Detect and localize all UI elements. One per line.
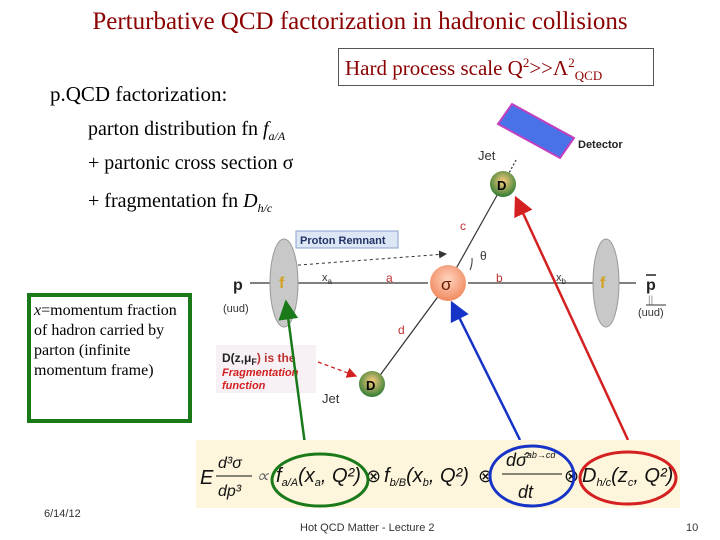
proton-uud: (uud) <box>223 303 249 315</box>
remnant-line <box>285 250 447 267</box>
sigma-hat-label: σ <box>441 275 452 294</box>
hard-scale-sup1: 2 <box>522 55 530 70</box>
formula-d3sigma: d³σ <box>218 455 243 472</box>
momentum-fraction-note: x=momentum fraction of hadron carried by… <box>27 293 192 423</box>
hard-scale-sup2: 2 <box>568 55 575 70</box>
xb-label: xb <box>556 272 567 286</box>
proton-remnant-box <box>295 230 399 249</box>
jet-top-label: Jet <box>478 148 496 163</box>
d-label-bottom: D <box>366 378 375 393</box>
d-circle-top <box>490 171 516 197</box>
xsec-line: + partonic cross section σ <box>88 152 293 175</box>
theta-label: θ <box>480 249 487 263</box>
proton-label: p <box>233 277 243 294</box>
d-label-top: D <box>497 178 506 193</box>
frag-symbol: D <box>243 190 258 212</box>
detector-label: Detector <box>578 139 623 151</box>
formula-otimes1: ⊗ <box>366 466 381 486</box>
sigma-symbol: σ <box>282 152 294 174</box>
formula-Dhc: Dh/c(zc, Q²) <box>582 465 673 489</box>
pqcd-heading: p.QCD factorization: <box>50 82 228 106</box>
blue-arrow <box>450 300 522 441</box>
red-highlight <box>578 450 678 506</box>
formula-E: E <box>200 467 214 489</box>
formula-dsigma: dσ̂ab→cd <box>506 450 556 470</box>
antiproton-equals: || <box>648 295 653 306</box>
formula-dp3: dp³ <box>218 483 242 500</box>
antiproton-uud: (uud) <box>638 307 664 319</box>
frag-label-line1: D(z,μF) is the <box>222 351 296 367</box>
jet-bottom-label: Jet <box>322 391 340 406</box>
f-label-right: f <box>600 275 606 292</box>
formula-otimes3: ⊗ <box>564 466 579 486</box>
slide-title: Perturbative QCD factorization in hadron… <box>92 8 628 35</box>
frag-label-box <box>216 345 316 393</box>
parton-b-label: b <box>496 271 503 285</box>
page-number: 10 <box>686 522 699 534</box>
formula-dt: dt <box>518 482 534 502</box>
frag-label-line3: function <box>222 380 266 392</box>
d-circle-bottom <box>359 371 385 397</box>
f-label-left: f <box>279 275 285 292</box>
x-note-text: =momentum fraction of hadron carried by … <box>34 302 177 379</box>
pdf-line: parton distribution fn fa/A <box>88 118 285 144</box>
factorization-formula <box>196 440 680 508</box>
formula-fbB: fb/B(xb, Q²) <box>384 465 469 489</box>
frag-subscript: h/c <box>257 201 273 215</box>
frag-pointer-arrow <box>317 361 358 378</box>
xa-label: xa <box>322 272 333 286</box>
parton-a-label: a <box>386 271 393 285</box>
pdf-symbol: f <box>262 118 269 140</box>
formula-svg: E d³σ dp³ ∝ fa/A(xa, Q²) ⊗ fb/B(xb, Q²) … <box>200 444 678 508</box>
proton-remnant-label: Proton Remnant <box>300 235 386 247</box>
red-arrow <box>514 195 630 441</box>
frag-line: + fragmentation fn Dh/c <box>88 190 272 216</box>
green-highlight <box>270 452 370 508</box>
slide-footer: Hot QCD Matter - Lecture 2 <box>300 522 435 534</box>
parton-d-label: d <box>398 323 405 337</box>
formula-propto: ∝ <box>256 466 270 486</box>
hard-scale-box: Hard process scale Q2>>Λ2QCD <box>338 48 654 86</box>
pdf-subscript: a/A <box>268 129 286 143</box>
antiproton-ellipse <box>592 238 620 328</box>
slide-date: 6/14/12 <box>44 508 81 520</box>
sigma-hat-vertex <box>430 265 466 301</box>
hard-scale-sub: QCD <box>574 68 603 84</box>
hard-scale-prefix: Hard process scale Q <box>345 56 523 80</box>
frag-label-line2: Fragmentation <box>222 367 299 379</box>
frag-line-text: + fragmentation fn <box>88 190 244 212</box>
formula-faA: fa/A(xa, Q²) <box>276 465 361 489</box>
theta-arc <box>469 257 473 271</box>
parton-c-label: c <box>460 219 466 233</box>
green-arrow <box>278 299 308 453</box>
hard-scale-mid: >>Λ <box>529 56 569 80</box>
pdf-line-text: parton distribution fn <box>88 118 263 140</box>
parton-d-line <box>377 282 449 379</box>
blue-highlight <box>488 444 576 508</box>
xsec-line-text: + partonic cross section <box>88 152 283 174</box>
x-symbol: x <box>34 302 42 319</box>
detector-block <box>496 102 576 160</box>
antiproton-label: p <box>646 277 656 294</box>
